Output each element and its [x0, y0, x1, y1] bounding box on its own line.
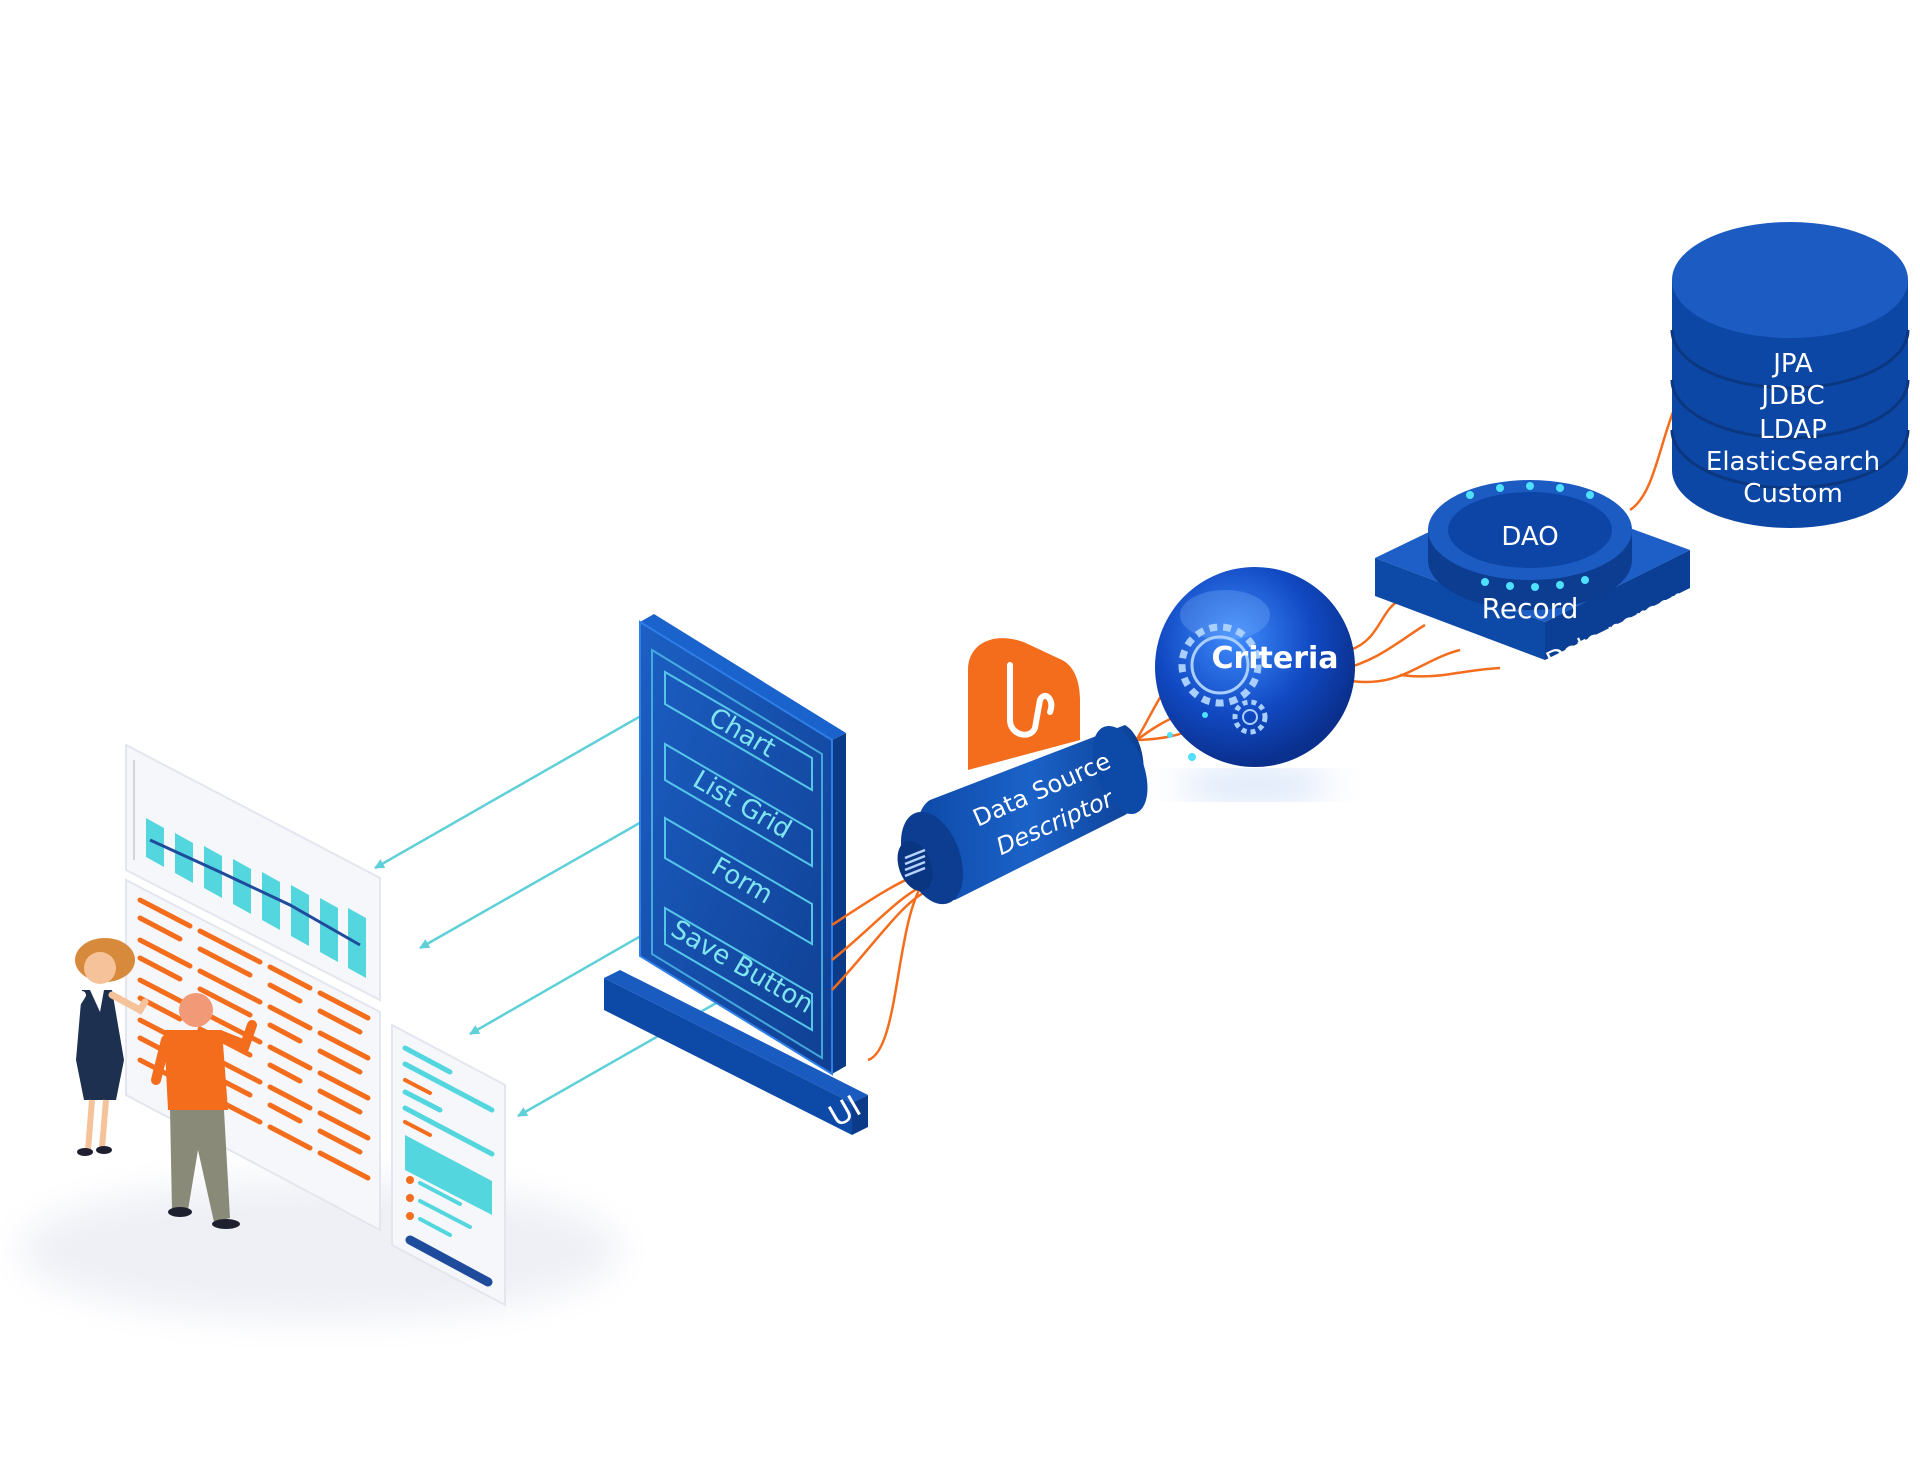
man-head: [179, 993, 213, 1027]
arrow-list-grid: [419, 798, 681, 950]
database-cylinder: JPA JDBC LDAP ElasticSearch Custom: [1670, 222, 1910, 528]
floor-shadow: [20, 1180, 620, 1320]
ds-right-cap: [1092, 726, 1148, 814]
db-top: [1672, 222, 1908, 338]
form-button-shape: [405, 1235, 493, 1287]
form-screen: [391, 1023, 506, 1307]
db-item-custom: Custom: [1743, 479, 1843, 509]
ui-panel-side: [832, 733, 846, 1074]
chart-bar: [262, 872, 280, 930]
form-textarea: [405, 1135, 492, 1215]
dao-base-front: [1375, 558, 1545, 660]
chart-bar: [204, 846, 222, 898]
ui-panel-top: [640, 614, 846, 740]
ds-logo-tab: [968, 638, 1080, 770]
chart-trend-line: [149, 838, 361, 947]
small-gear-icon: [1232, 699, 1268, 735]
woman-figure: [54, 938, 149, 1156]
ui-panel: Chart List Grid Form Save Button UI: [604, 614, 868, 1135]
ui-panel-face: [639, 620, 833, 1076]
man-figure: [151, 993, 257, 1229]
db-item-jpa: JPA: [1771, 349, 1813, 379]
chart-bar: [320, 898, 338, 962]
dao-record-label: Record: [1482, 592, 1579, 625]
data-source-descriptor: Data Source Descriptor: [897, 638, 1148, 905]
chart-bar: [291, 885, 309, 946]
db-item-jdbc: JDBC: [1759, 381, 1824, 411]
dao-top-label: DAO: [1501, 522, 1558, 552]
gear-icon: [1178, 623, 1262, 707]
chart-bar: [233, 859, 251, 914]
ui-base-top: [604, 970, 868, 1103]
dao-block: DAO Record Data parser: [1375, 480, 1690, 676]
chart-bar: [175, 833, 193, 883]
ui-base-front: [604, 978, 852, 1135]
screens-group: [20, 743, 620, 1320]
ui-base-side: [852, 1095, 868, 1135]
db-item-ldap: LDAP: [1759, 415, 1827, 445]
db-item-elasticsearch: ElasticSearch: [1706, 447, 1880, 477]
woman-head: [84, 952, 116, 984]
ds-logo-icon: [1007, 662, 1055, 738]
ds-body: [916, 725, 1144, 900]
ui-panel-inner: [651, 648, 823, 1060]
arrow-chart: [374, 703, 661, 870]
criteria-label: Criteria: [1211, 641, 1338, 676]
dao-leds: [1466, 482, 1594, 591]
chart-screen: [125, 743, 381, 1002]
dao-base-side: [1545, 550, 1690, 660]
db-body: [1672, 280, 1908, 528]
criteria-sphere: Criteria: [1155, 567, 1355, 797]
